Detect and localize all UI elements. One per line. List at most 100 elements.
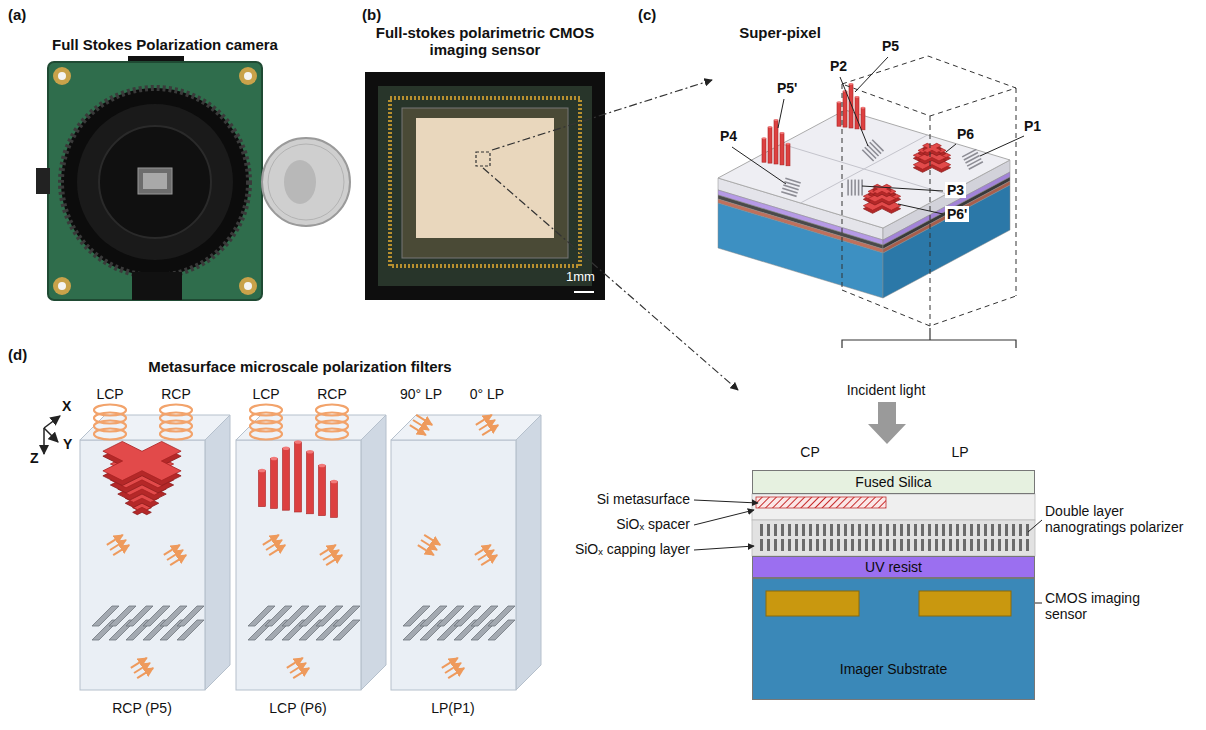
cross-section [991,524,994,536]
cross-section [802,524,805,536]
cross-section [914,524,917,536]
super-pixel-block [837,101,841,103]
polarization-label: LCP [96,386,123,402]
cross-section [886,524,889,536]
camera-photo [132,272,182,300]
super-pixel-block [780,132,784,134]
camera-photo [244,282,252,290]
super-pixel-block [774,120,778,164]
cross-section [914,539,917,551]
axes [44,428,58,442]
camera-photo [77,104,233,260]
leader-line [862,186,943,191]
super-pixel-block [855,96,859,98]
cross-section [837,524,840,536]
selection-box [842,84,843,290]
cross-section [928,524,931,536]
polarization-label: 0° LP [470,386,504,402]
cross-section [858,524,861,536]
cross-section [844,539,847,551]
super-pixel-block [967,159,981,167]
cross-section [963,524,966,536]
panel-title: Full Stokes Polarization camera [52,36,278,53]
filter-label: LCP (P6) [269,700,326,716]
super-pixel-block [786,144,790,166]
sensor-photo [365,72,605,300]
cross-section [781,539,784,551]
super-pixel-block [768,126,772,128]
filter-cube [271,458,278,508]
beam-label: Incident light [847,382,926,398]
cross-section [1026,524,1029,536]
cross-section [837,539,840,551]
cross-section [868,402,906,444]
super-pixel-block [781,192,796,197]
sensor-photo [416,118,554,238]
filter-cube [160,429,192,440]
filter-cube [391,415,541,440]
cross-section [977,539,980,551]
filter-cube [236,415,386,440]
filter-cube [293,668,309,678]
camera-photo [48,62,262,300]
filter-cube [80,415,230,440]
super-pixel-block [786,143,790,145]
selection-box [842,56,1016,116]
cmos-pixel [753,579,1036,701]
cross-section [694,546,754,550]
filter-cube [170,555,186,565]
cross-section [921,524,924,536]
layer-label: SiOₓ capping layer [575,541,690,557]
filter-cube [80,405,230,691]
cross-section [935,539,938,551]
filter-cube [331,481,338,517]
cross-section [1019,539,1022,551]
filter-cube [295,440,302,444]
camera-photo [244,72,252,80]
cross-section [970,539,973,551]
camera-photo [239,67,257,85]
cross-section [1019,524,1022,536]
sensor-photo [476,152,490,166]
zoom-line [492,80,712,150]
filter-cube [307,450,314,454]
super-pixel-block [843,91,847,127]
super-pixel-block [861,108,865,130]
layer-label: Si metasurface [597,491,690,507]
super-pixel-block [801,135,928,203]
panel-title: Metasurface microscale polarization filt… [148,358,451,375]
pixel-label: P6' [945,206,969,222]
polarization-label: 90° LP [400,386,442,402]
filter-cube [177,606,204,626]
cross-section [809,539,812,551]
camera-photo [58,72,66,80]
cross-section [907,524,910,536]
layer-label: SiOₓ spacer [616,516,690,532]
cross-section [991,539,994,551]
panel-letter: (c) [638,6,656,23]
cross-section [872,524,875,536]
layer-name: Fused Silica [855,474,931,490]
cross-section [1005,524,1008,536]
super-pixel-block [923,143,942,152]
cross-section [865,524,868,536]
cross-section [935,524,938,536]
sensor-photo [378,86,592,286]
cross-section [858,539,861,551]
cross-section [907,539,910,551]
selection-box [930,116,931,326]
selection-box [929,328,930,340]
cross-section [756,497,886,508]
super-pixel-block [873,184,892,193]
cross-section [816,539,819,551]
super-pixel-block [847,180,849,196]
cross-section [844,524,847,536]
filter-cube [259,469,266,473]
leader-line [840,77,868,146]
camera-photo [61,88,249,276]
cross-section [752,520,1035,556]
cross-section [694,402,1042,603]
scale-label: 1mm [566,270,595,285]
pixel-label: P6 [955,126,976,142]
